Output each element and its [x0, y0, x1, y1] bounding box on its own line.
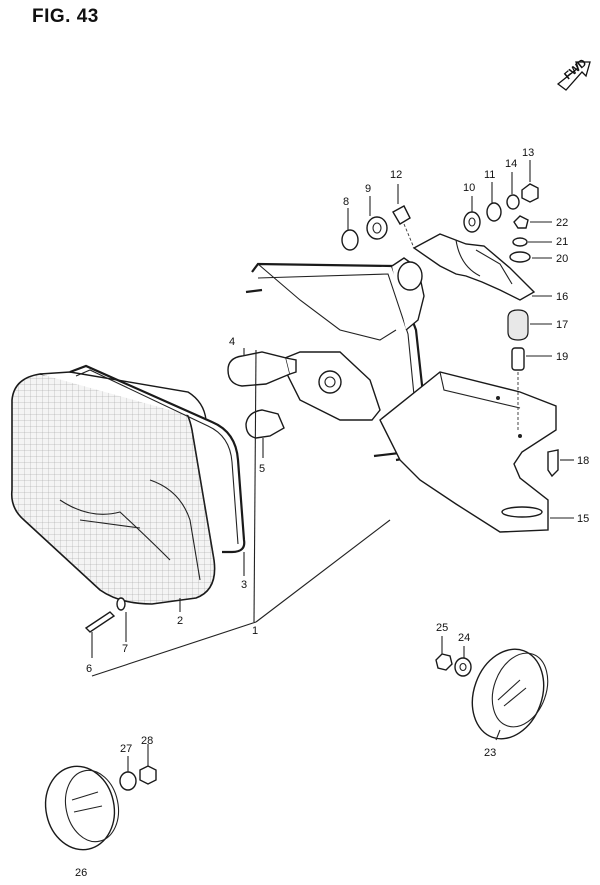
callout-26: 26 [75, 867, 87, 879]
washer-27 [119, 771, 137, 791]
bulb-parts [227, 351, 297, 439]
callout-15: 15 [577, 513, 589, 525]
callout-8: 8 [343, 196, 349, 208]
mount-bracket-part [379, 371, 557, 533]
washer-11 [486, 202, 502, 222]
reflector-26-part [44, 765, 157, 851]
callout-16: 16 [556, 291, 568, 303]
bulb-5 [245, 409, 285, 439]
nut-28 [139, 765, 157, 785]
washer-7 [116, 597, 126, 611]
leader-lines [91, 160, 574, 772]
callout-23: 23 [484, 747, 496, 759]
lens-gasket-part [69, 364, 246, 554]
callout-25: 25 [436, 622, 448, 634]
callout-22: 22 [556, 217, 568, 229]
washer-8 [341, 229, 359, 251]
lamp-housing-part [245, 257, 430, 462]
screw-washer-parts [84, 597, 126, 633]
callout-10: 10 [463, 182, 475, 194]
collar-19 [511, 347, 525, 371]
callout-4: 4 [229, 336, 235, 348]
washer-14 [506, 194, 520, 210]
nut-22 [513, 215, 529, 229]
callout-labels: 1 2 3 4 5 6 7 8 9 12 10 11 14 13 22 21 2… [75, 147, 589, 879]
fwd-arrow-icon: FWD [556, 57, 591, 91]
hardware-parts [341, 183, 559, 478]
collar-12 [392, 205, 411, 225]
callout-19: 19 [556, 351, 568, 363]
nut-25 [435, 653, 453, 671]
callout-27: 27 [120, 743, 132, 755]
grommet-17 [507, 309, 529, 341]
washer-10 [463, 211, 481, 233]
callout-6: 6 [86, 663, 92, 675]
callout-14: 14 [505, 158, 517, 170]
screw-6 [84, 611, 116, 633]
callout-13: 13 [522, 147, 534, 159]
callout-20: 20 [556, 253, 568, 265]
upper-bracket-part [412, 233, 536, 301]
bulb-4 [227, 351, 291, 387]
washer-21 [512, 237, 528, 247]
nut-13 [521, 183, 539, 203]
callout-21: 21 [556, 236, 568, 248]
callout-28: 28 [141, 735, 153, 747]
washer-20 [509, 251, 531, 263]
callout-18: 18 [577, 455, 589, 467]
callout-24: 24 [458, 632, 470, 644]
tail-lens-part [10, 371, 216, 605]
reflector-23-part [435, 648, 549, 740]
bolt-18 [547, 449, 559, 478]
figure-title: FIG. 43 [32, 6, 99, 27]
callout-12: 12 [390, 169, 402, 181]
callout-17: 17 [556, 319, 568, 331]
callout-5: 5 [259, 463, 265, 475]
callout-1: 1 [252, 625, 258, 637]
callout-9: 9 [365, 183, 371, 195]
callout-11: 11 [484, 169, 495, 181]
callout-3: 3 [241, 579, 247, 591]
washer-24 [454, 657, 472, 677]
washer-9 [366, 216, 388, 240]
callout-7: 7 [122, 643, 128, 655]
callout-2: 2 [177, 615, 183, 627]
